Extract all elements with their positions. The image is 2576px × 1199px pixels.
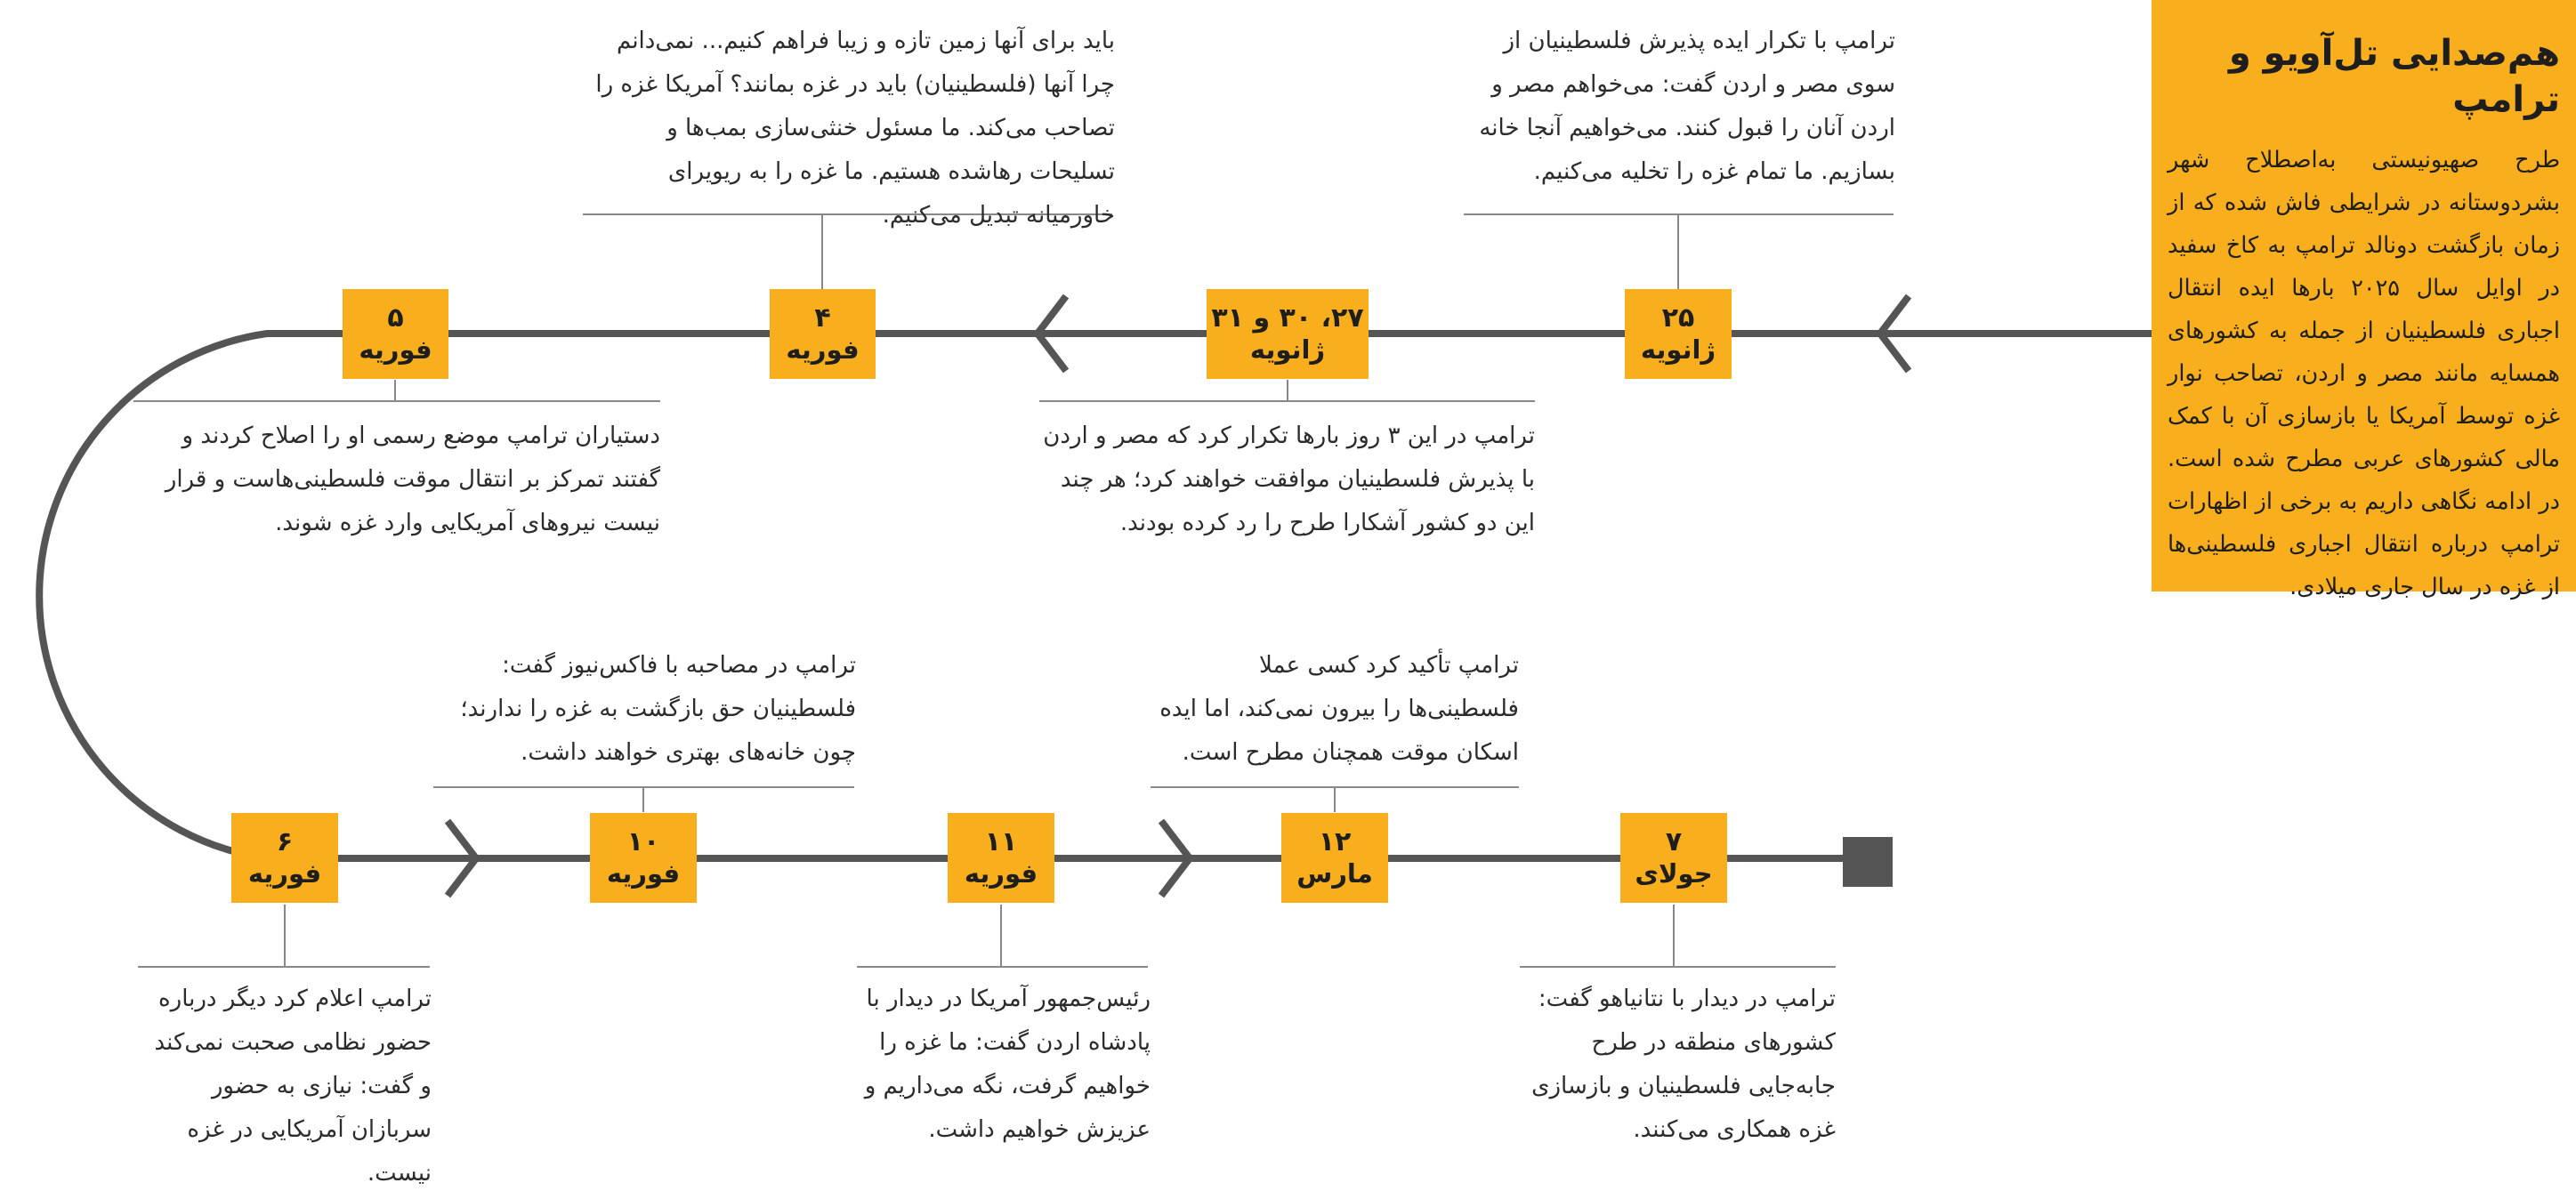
date-box-jan25: ۲۵ ژانویه [1625, 289, 1732, 379]
date-box-feb6: ۶ فوریه [231, 813, 338, 903]
event-text-jan27: ترامپ در این ۳ روز بارها تکرار کرد که مص… [1043, 422, 1535, 536]
date-box-jul7: ۷ جولای [1620, 813, 1727, 903]
event-text-feb4: باید برای آنها زمین تازه و زیبا فراهم کن… [595, 28, 1115, 229]
date-month: فوریه [247, 858, 322, 889]
date-box-feb10: ۱۰ فوریه [590, 813, 697, 903]
date-box-feb5: ۵ فوریه [343, 289, 448, 379]
arrow-chevron-icon [1875, 294, 1912, 374]
date-day: ۲۵ [1661, 302, 1695, 334]
event-text-jan25: ترامپ با تکرار ایده پذیرش فلسطینیان از س… [1479, 28, 1895, 185]
intro-title: هم‌صدایی تل‌آویو و ترامپ [2228, 33, 2560, 120]
event-text-feb11: رئیس‌جمهور آمریکا در دیدار با پادشاه ارد… [864, 986, 1151, 1143]
date-month: فوریه [606, 858, 681, 889]
date-month: ژانویه [1249, 334, 1326, 366]
date-box-mar12: ۱۲ مارس [1281, 813, 1388, 903]
date-day: ۷ [1665, 826, 1683, 858]
timeline-end-marker [1843, 837, 1893, 887]
date-month: فوریه [359, 334, 432, 366]
date-day: ۱۲ [1318, 826, 1352, 858]
date-day: ۱۰ [626, 826, 660, 858]
date-day: ۲۷، ۳۰ و ۳۱ [1211, 302, 1364, 334]
arrow-chevron-icon [1158, 818, 1195, 898]
connectors [133, 213, 1894, 968]
date-day: ۵ [387, 302, 404, 334]
date-box-jan27: ۲۷، ۳۰ و ۳۱ ژانویه [1207, 289, 1369, 379]
date-day: ۶ [276, 826, 294, 858]
date-day: ۱۱ [984, 826, 1018, 858]
arrow-chevron-icon [1032, 294, 1070, 374]
date-box-feb11: ۱۱ فوریه [948, 813, 1054, 903]
event-text-feb6: ترامپ اعلام کرد دیگر درباره حضور نظامی ص… [154, 986, 432, 1187]
intro-body: طرح صهیونیستی به‌اصطلاح شهر بشردوستانه د… [2168, 147, 2560, 600]
timeline-line [36, 330, 2152, 862]
event-text-jul7: ترامپ در دیدار با نتانیاهو گفت: کشورهای … [1531, 986, 1836, 1143]
date-month: مارس [1296, 858, 1373, 889]
arrow-chevron-icon [444, 818, 481, 898]
event-text-feb10: ترامپ در مصاحبه با فاکس‌نیوز گفت: فلسطین… [460, 652, 856, 766]
event-text-feb5: دستیاران ترامپ موضع رسمی او را اصلاح کرد… [165, 422, 660, 536]
date-box-feb4: ۴ فوریه [770, 289, 876, 379]
date-month: ژانویه [1640, 334, 1716, 366]
date-month: فوریه [786, 334, 860, 366]
date-day: ۴ [814, 302, 831, 334]
event-text-mar12: ترامپ تأکید کرد کسی عملا فلسطینی‌ها را ب… [1159, 652, 1519, 766]
date-month: جولای [1635, 858, 1713, 889]
intro-panel: هم‌صدایی تل‌آویو و ترامپ طرح صهیونیستی ب… [2152, 0, 2576, 600]
date-month: فوریه [964, 858, 1038, 889]
